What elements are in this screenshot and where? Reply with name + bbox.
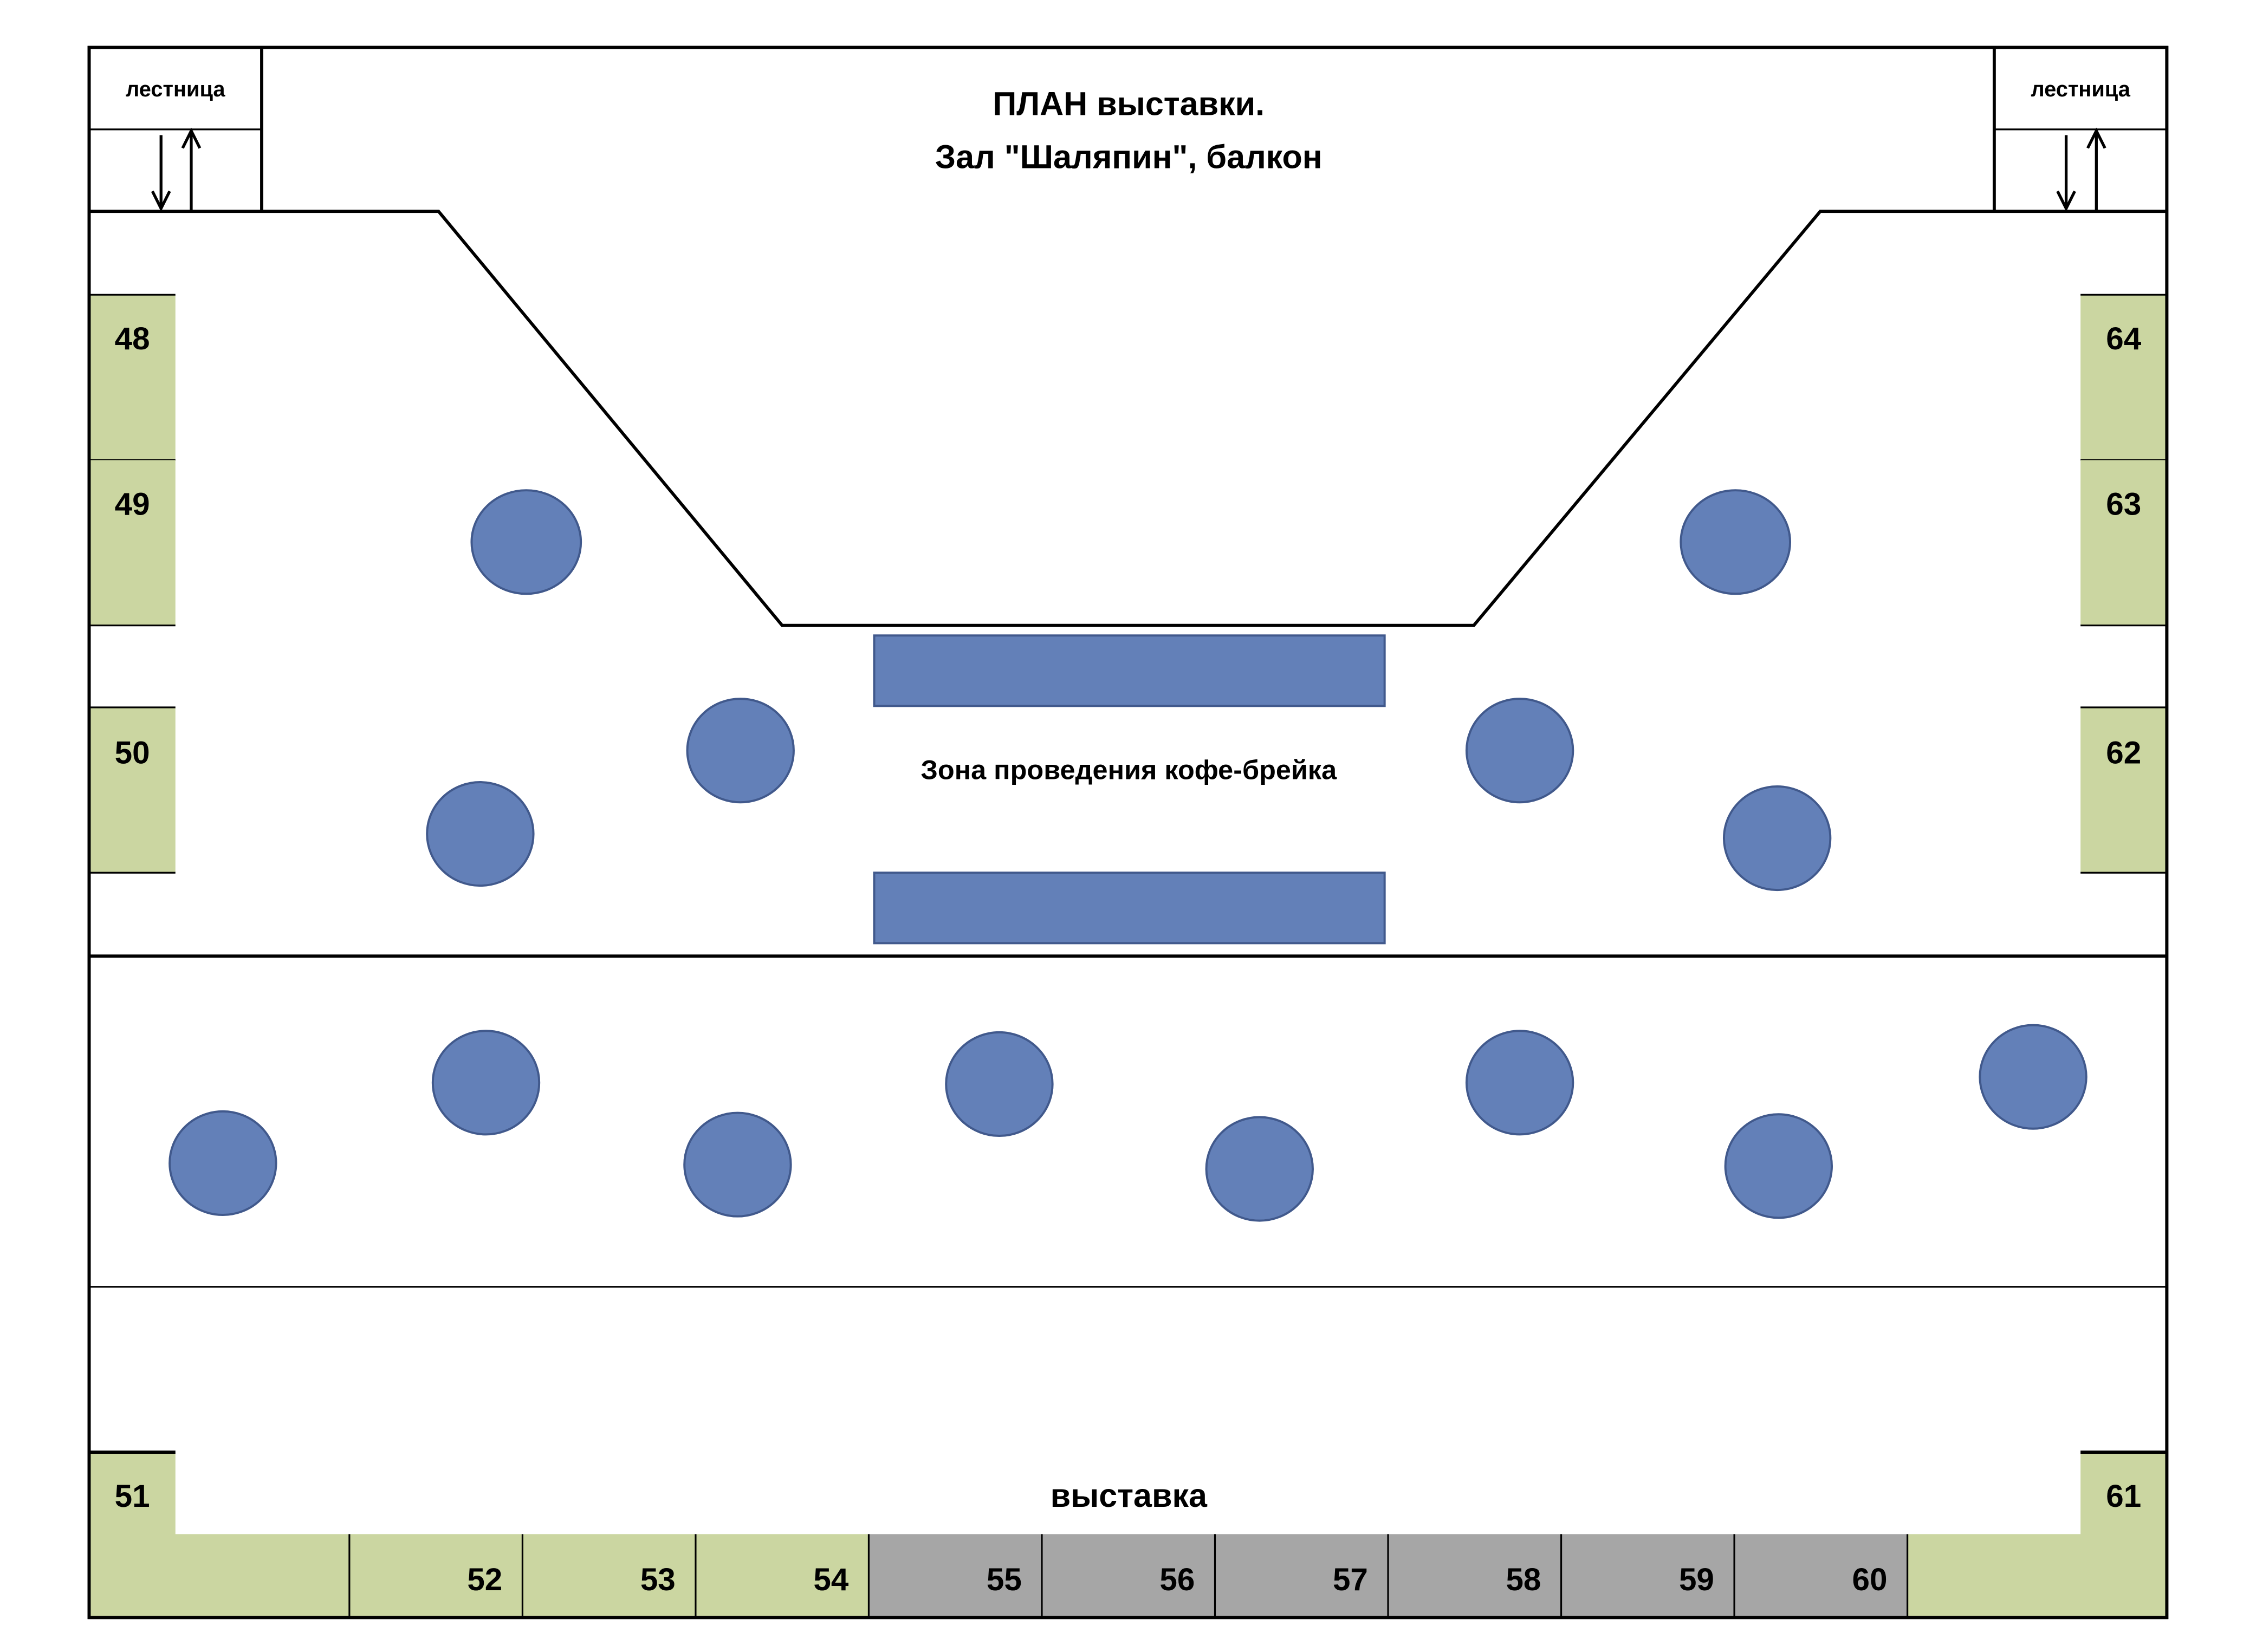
- round-table[interactable]: [945, 1031, 1054, 1137]
- booth-55[interactable]: 55: [867, 1534, 1042, 1618]
- booth-57[interactable]: 57: [1214, 1534, 1389, 1618]
- booth-number: 55: [987, 1562, 1022, 1597]
- booth-58[interactable]: 58: [1387, 1534, 1561, 1618]
- booth-52[interactable]: 52: [348, 1534, 523, 1618]
- booth-number: 56: [1159, 1562, 1195, 1597]
- booth-48[interactable]: 48: [89, 294, 176, 461]
- booth-number: 51: [115, 1479, 150, 1514]
- round-table[interactable]: [1979, 1024, 2088, 1130]
- booth-49[interactable]: 49: [89, 460, 176, 627]
- stairs-right-label: лестница: [2031, 77, 2130, 101]
- arrow-down-icon: [2056, 135, 2076, 212]
- hall-outline: [87, 45, 2169, 1620]
- booth-number: 63: [2106, 486, 2141, 522]
- round-table[interactable]: [1724, 1113, 1833, 1219]
- booth-number: 61: [2106, 1479, 2141, 1514]
- booth-number: 53: [640, 1562, 676, 1597]
- booth-number: 62: [2106, 736, 2141, 771]
- booth-63[interactable]: 63: [2080, 460, 2167, 627]
- booth-64[interactable]: 64: [2080, 294, 2167, 461]
- booth-number: 58: [1506, 1562, 1541, 1597]
- stairs-left-label: лестница: [126, 77, 225, 101]
- booth-56[interactable]: 56: [1041, 1534, 1215, 1618]
- bottom-booth-row: 52 53 54 55 56 57 58 59 60: [348, 1534, 1909, 1618]
- coffee-break-zone-label: Зона проведения кофе-брейка: [920, 755, 1337, 785]
- booth-number: 49: [115, 486, 150, 522]
- arrow-down-icon: [151, 135, 171, 212]
- booth-cell: [349, 1534, 523, 1618]
- page-subtitle: Зал "Шаляпин", балкон: [935, 139, 1323, 175]
- booth-53[interactable]: 53: [521, 1534, 696, 1618]
- round-table[interactable]: [431, 1030, 541, 1136]
- booth-number: 54: [813, 1562, 848, 1597]
- booth-cell: [522, 1534, 696, 1618]
- booth-number: 57: [1333, 1562, 1368, 1597]
- booth-number: 64: [2106, 321, 2141, 356]
- booth-62[interactable]: 62: [2080, 706, 2167, 874]
- round-table[interactable]: [1465, 1030, 1574, 1136]
- round-table[interactable]: [1465, 698, 1574, 804]
- round-table[interactable]: [1205, 1116, 1314, 1222]
- hall-border: [87, 45, 2169, 1620]
- arrow-up-icon: [181, 127, 202, 210]
- booth-cell: [1388, 1534, 1561, 1618]
- booth-cell: [1561, 1534, 1735, 1618]
- booth-number: 50: [115, 736, 150, 771]
- booth-number: 59: [1679, 1562, 1714, 1597]
- booth-61[interactable]: 61: [1908, 1451, 2167, 1618]
- round-tables: [168, 489, 2088, 1222]
- round-table[interactable]: [1680, 489, 1792, 595]
- booth-60[interactable]: 60: [1733, 1534, 1908, 1618]
- booth-50[interactable]: 50: [89, 706, 176, 874]
- booth-number: 52: [467, 1562, 502, 1597]
- booth-cell: [1041, 1534, 1215, 1618]
- balcony-edge: [89, 210, 2167, 627]
- booth-59[interactable]: 59: [1560, 1534, 1735, 1618]
- booth-51[interactable]: 51: [89, 1451, 349, 1618]
- round-table[interactable]: [686, 698, 795, 804]
- round-table[interactable]: [1722, 785, 1832, 892]
- booth-cell: [1215, 1534, 1389, 1618]
- stairs-right[interactable]: лестница: [1992, 47, 2167, 212]
- round-table[interactable]: [426, 781, 535, 887]
- exhibition-label: выставка: [1051, 1477, 1208, 1514]
- booth-cell: [868, 1534, 1042, 1618]
- page-title: ПЛАН выставки.: [993, 85, 1265, 122]
- round-table[interactable]: [683, 1111, 792, 1218]
- booth-cell: [695, 1534, 869, 1618]
- stairs-left[interactable]: лестница: [89, 47, 263, 212]
- buffet-table[interactable]: [873, 871, 1386, 945]
- buffet-table[interactable]: [873, 634, 1386, 707]
- booth-54[interactable]: 54: [695, 1534, 869, 1618]
- booth-cell: [1734, 1534, 1908, 1618]
- round-table[interactable]: [470, 489, 582, 595]
- booth-number: 60: [1852, 1562, 1888, 1597]
- round-table[interactable]: [168, 1110, 277, 1217]
- arrow-up-icon: [2086, 127, 2106, 210]
- booth-number: 48: [115, 321, 150, 356]
